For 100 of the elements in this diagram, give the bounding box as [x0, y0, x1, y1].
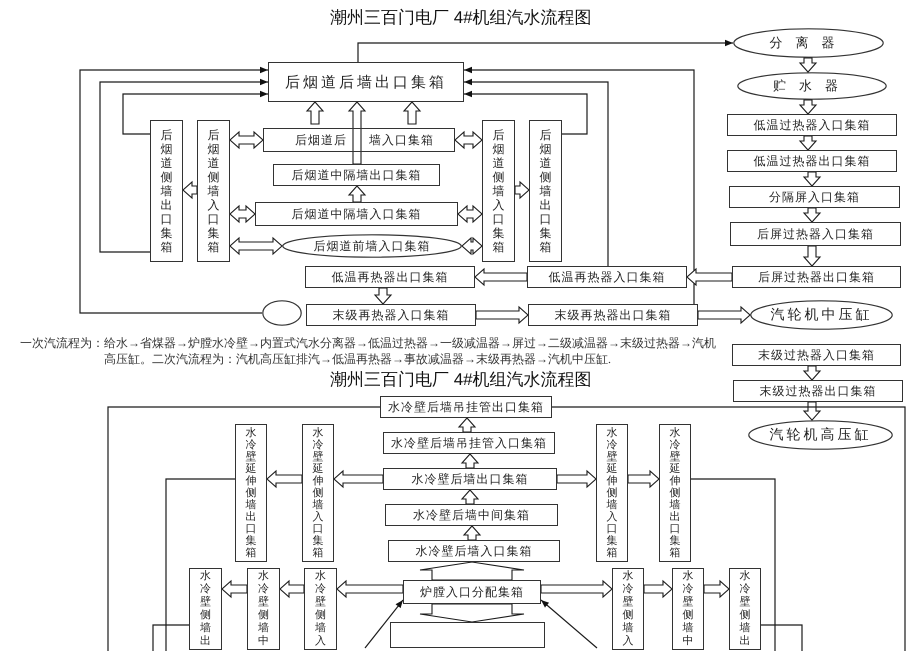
process-ellipse: 后烟道前墙入口集箱	[282, 234, 462, 258]
arrow	[540, 600, 598, 648]
process-box: 分隔屏入口集箱	[729, 186, 900, 208]
tall-box: 水冷壁侧墙中	[672, 568, 704, 650]
tall-box: 水冷壁侧墙出	[189, 568, 222, 650]
tall-box: 水冷壁侧墙中	[247, 568, 280, 650]
block-arrow	[643, 580, 673, 598]
double-block-arrow	[461, 236, 483, 256]
arrow	[357, 40, 733, 62]
double-block-arrow	[457, 204, 483, 224]
process-box: 后烟道中隔墙入口集箱	[255, 202, 458, 226]
block-arrow	[798, 135, 818, 151]
block-arrow	[336, 580, 404, 598]
process-box: 末级再热器入口集箱	[306, 304, 476, 326]
block-arrow	[703, 580, 730, 598]
connector-line	[691, 478, 776, 651]
tall-box: 水冷壁延伸侧墙入口集箱	[596, 424, 628, 562]
empty-ellipse	[262, 300, 302, 326]
process-ellipse: 分离器	[733, 28, 884, 58]
process-box: 低温过热器出口集箱	[727, 150, 897, 172]
process-box: 低温再热器出口集箱	[305, 266, 475, 288]
block-arrow	[458, 417, 476, 433]
double-block-arrow	[229, 204, 256, 224]
tall-box: 水冷壁延伸侧墙入口集箱	[302, 424, 334, 562]
tall-box: 水冷壁延伸侧墙出口集箱	[235, 424, 267, 562]
block-arrow	[460, 453, 480, 469]
process-box: 低温过热器入口集箱	[727, 114, 897, 136]
double-block-arrow	[229, 130, 264, 150]
block-arrow	[697, 306, 751, 324]
tall-box: 水冷壁侧墙入	[612, 568, 644, 650]
arrow	[99, 78, 268, 253]
process-ellipse: 汽轮机中压缸	[750, 300, 893, 330]
process-box: 末级再热器出口集箱	[528, 304, 698, 326]
flow-description: 一次汽流程为：给水→省煤器→炉膛水冷壁→内置式汽水分离器→低温过热器→一级减温器→屏过→二级减温器→末级过热器→汽机高压缸。二次汽流程为：汽机高压缸排汽→低温再热器→事故减温器→末级再热器→汽机中压缸.	[20, 335, 717, 367]
connector-line	[107, 406, 380, 651]
tall-box: 后烟道侧墙出口集箱	[150, 120, 183, 262]
block-arrow	[556, 470, 597, 488]
arrow	[464, 66, 695, 304]
block-arrow	[627, 470, 660, 488]
process-box: 末级过热器出口集箱	[733, 380, 903, 402]
block-arrow	[514, 180, 530, 200]
double-block-arrow	[454, 130, 483, 150]
process-box: 后烟道中隔墙出口集箱	[273, 164, 440, 186]
title: 潮州三百门电厂 4#机组汽水流程图	[330, 8, 592, 28]
connector-line	[152, 624, 189, 651]
arrow	[464, 78, 609, 266]
block-arrow	[402, 101, 422, 125]
tall-box: 后烟道侧墙入口集箱	[197, 120, 230, 262]
connector-line	[761, 624, 803, 651]
block-arrow	[802, 365, 822, 381]
process-box: 末级过热器入口集箱	[732, 344, 901, 366]
process-box: 水冷壁后墙入口集箱	[388, 540, 560, 562]
arrow	[79, 66, 268, 314]
double-block-arrow	[229, 236, 283, 256]
block-arrow	[348, 101, 366, 165]
process-box: 水冷壁后墙出口集箱	[383, 468, 557, 490]
block-arrow	[419, 561, 525, 581]
arrow	[122, 90, 268, 135]
block-arrow	[798, 99, 818, 115]
arrow	[364, 600, 404, 648]
block-arrow	[306, 101, 324, 125]
process-box: 水冷壁后墙中间集箱	[385, 504, 558, 526]
process-box: 水冷壁后墙吊挂管入口集箱	[383, 432, 555, 454]
connector-line	[165, 478, 235, 651]
process-box: 后烟道后墙出口集箱	[268, 62, 464, 102]
empty-box	[390, 622, 545, 648]
block-arrow	[182, 180, 198, 200]
block-arrow	[374, 287, 392, 305]
block-arrow	[266, 470, 303, 488]
tall-box: 后烟道侧墙出口集箱	[529, 120, 562, 262]
block-arrow	[802, 245, 822, 267]
tall-box: 水冷壁侧墙入	[304, 568, 337, 650]
process-box: 后屏过热器出口集箱	[732, 266, 901, 288]
block-arrow	[802, 207, 822, 223]
tall-box: 水冷壁延伸侧墙出口集箱	[659, 424, 691, 562]
block-arrow	[802, 171, 822, 187]
block-arrow	[279, 580, 305, 598]
block-arrow	[348, 185, 366, 203]
block-arrow	[462, 525, 482, 541]
process-box: 后屏过热器入口集箱	[730, 222, 901, 246]
connector-line	[552, 406, 906, 651]
title: 潮州三百门电厂 4#机组汽水流程图	[330, 370, 592, 390]
block-arrow	[419, 603, 525, 623]
block-arrow	[686, 268, 733, 286]
block-arrow	[333, 470, 384, 488]
tall-box: 后烟道侧墙入口集箱	[482, 120, 515, 262]
block-arrow	[221, 580, 248, 598]
block-arrow	[802, 401, 822, 421]
block-arrow	[475, 306, 529, 324]
tall-box: 水冷壁侧墙出	[729, 568, 761, 650]
arrow	[464, 90, 588, 135]
process-ellipse: 汽轮机高压缸	[748, 420, 893, 450]
process-ellipse: 贮水器	[737, 72, 887, 100]
process-box: 水冷壁后墙吊挂管出口集箱	[380, 396, 552, 418]
block-arrow	[460, 489, 480, 505]
block-arrow	[474, 268, 528, 286]
process-box: 炉膛入口分配集箱	[403, 580, 541, 604]
block-arrow	[798, 57, 818, 73]
process-box: 低温再热器入口集箱	[527, 266, 687, 288]
block-arrow	[540, 580, 613, 598]
